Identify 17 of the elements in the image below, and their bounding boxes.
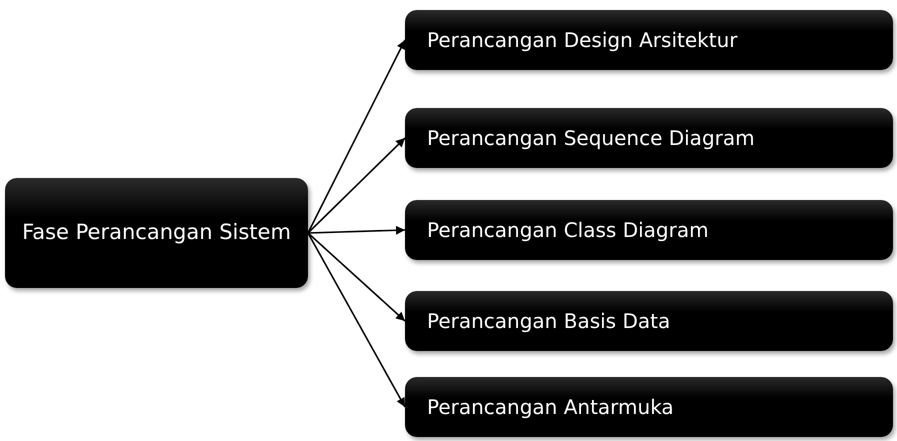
box-label: Perancangan Sequence Diagram [427, 125, 755, 152]
arrow [308, 226, 406, 235]
box-label: Perancangan Basis Data [427, 308, 670, 335]
arrow [307, 232, 406, 322]
process-box [405, 108, 893, 168]
arrow [307, 40, 406, 234]
arrow [307, 232, 406, 408]
process-box [5, 178, 308, 288]
process-box [405, 10, 893, 70]
box-label: Perancangan Class Diagram [427, 217, 709, 244]
process-box [405, 291, 893, 351]
box-label: Perancangan Design Arsitektur [427, 27, 738, 54]
process-box [405, 200, 893, 260]
box-label: Fase Perancangan Sistem [22, 219, 291, 246]
box-label: Perancangan Antarmuka [427, 394, 674, 421]
process-box [405, 377, 893, 437]
arrow [307, 137, 406, 234]
